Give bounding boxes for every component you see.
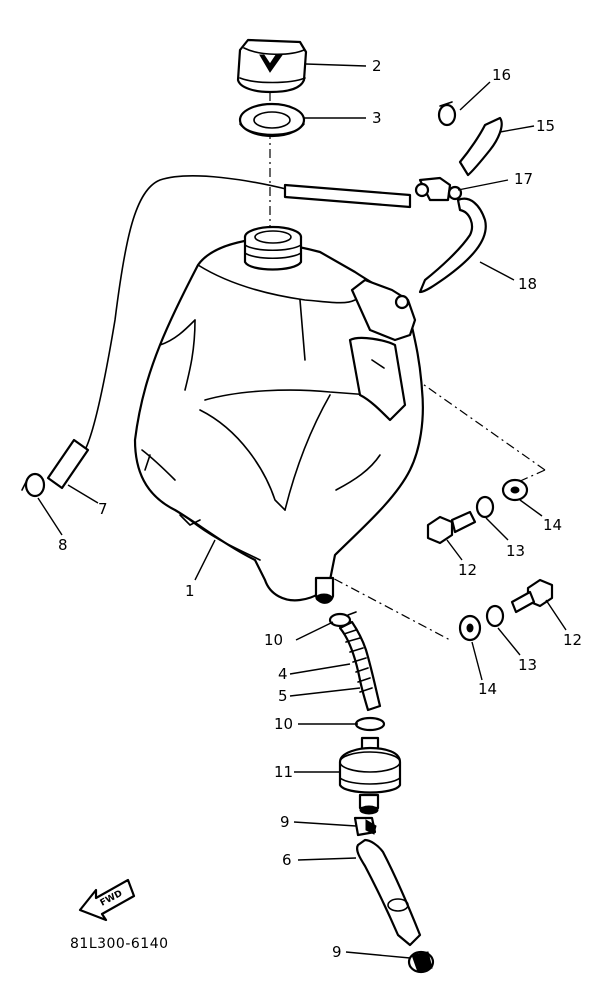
clip-8	[21, 472, 46, 498]
callout-12-lower: 12	[563, 631, 582, 649]
callout-7: 7	[98, 500, 108, 518]
callout-13-lower: 13	[518, 656, 537, 674]
hose-7	[46, 438, 90, 490]
washer-14-upper	[501, 478, 529, 502]
callout-12-upper: 12	[458, 561, 477, 579]
clip-9-upper	[353, 816, 377, 837]
callout-15: 15	[536, 117, 555, 135]
forward-direction-arrow: FWD	[78, 878, 136, 922]
callout-2: 2	[372, 57, 382, 75]
callout-6: 6	[282, 851, 292, 869]
callout-9-lower: 9	[332, 943, 342, 961]
callout-1: 1	[185, 582, 195, 600]
bolt-12-upper	[426, 510, 477, 545]
clip-16	[437, 101, 457, 127]
washer-13-lower	[485, 604, 505, 628]
hose-18	[418, 197, 487, 294]
callout-labels: 2 3 16 15 17 18 1 7 8 12 13 14 12 13 14 …	[58, 57, 582, 961]
callout-14-upper: 14	[543, 516, 562, 534]
hose-15	[458, 116, 503, 177]
callout-5: 5	[278, 687, 288, 705]
clip-10-lower	[354, 716, 386, 732]
washer-13-upper	[475, 495, 495, 519]
leader-lines	[37, 63, 567, 959]
callout-3: 3	[372, 109, 382, 127]
callout-11: 11	[274, 763, 293, 781]
callout-4: 4	[278, 665, 288, 683]
fuel-hose-6	[356, 838, 422, 947]
hose-6-ring	[387, 898, 409, 912]
hose-ribs	[343, 629, 373, 693]
cap-gasket	[238, 102, 306, 138]
fuel-hose-4	[338, 620, 382, 712]
callout-14-lower: 14	[478, 680, 497, 698]
callout-9-upper: 9	[280, 813, 290, 831]
mount-center-line-upper	[399, 367, 546, 471]
clip-9-lower	[407, 950, 435, 974]
callout-10-lower: 10	[274, 715, 293, 733]
breather-hose-line	[84, 175, 291, 451]
callout-18: 18	[518, 275, 537, 293]
washer-14-lower	[458, 614, 482, 642]
breather-hose-segment	[283, 183, 412, 209]
fuel-tank	[133, 225, 424, 604]
fuel-filter-11	[338, 736, 402, 815]
t-joint-17	[414, 176, 463, 202]
callout-13-upper: 13	[506, 542, 525, 560]
diagram-code: 81L300-6140	[70, 936, 169, 952]
clip-10-upper	[328, 611, 357, 628]
callout-17: 17	[514, 170, 533, 188]
fuel-cap	[236, 38, 308, 94]
bolt-12-lower	[510, 578, 554, 614]
callout-16: 16	[492, 66, 511, 84]
callout-10-upper: 10	[264, 631, 283, 649]
callout-8: 8	[58, 536, 68, 554]
